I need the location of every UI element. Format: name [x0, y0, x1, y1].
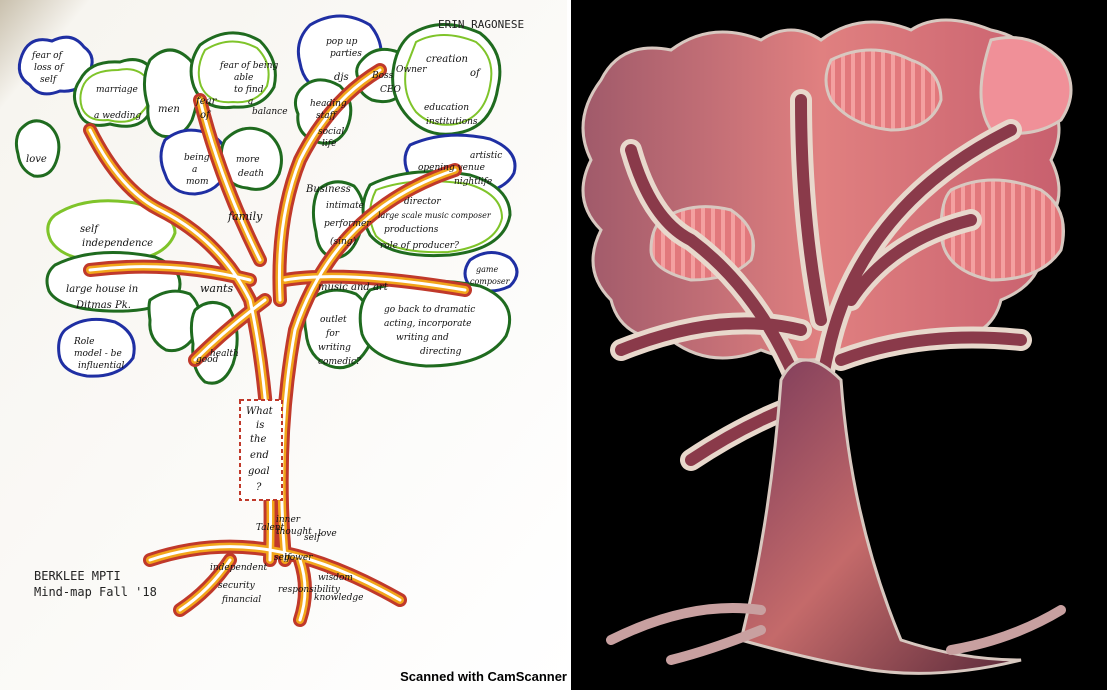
leaf-director-1: director	[404, 197, 441, 207]
leaf-director-4: role of producer?	[380, 241, 459, 251]
leaf-social-2: life	[322, 139, 336, 149]
root-security: security	[218, 581, 256, 591]
leaf-mom-2: a	[192, 165, 197, 175]
scanner-watermark: Scanned with CamScanner	[400, 669, 567, 684]
root-inner-1: inner	[276, 515, 301, 525]
course-line-1: BERKLEE MPTI	[34, 569, 121, 583]
leaf-balance-2: able	[234, 73, 253, 83]
leaf-goback-2: acting, incorporate	[384, 319, 471, 329]
leaf-education-2: institutions	[426, 117, 478, 127]
leaf-boss: Boss	[371, 71, 394, 81]
leaf-outlet-3: writing	[318, 343, 351, 353]
leaf-director-3: productions	[384, 225, 439, 235]
leaf-game-2: composer	[470, 277, 511, 286]
tree-trunk-photo	[741, 360, 1021, 673]
leaf-creation-1: creation	[426, 54, 468, 65]
leaf-balance-5: balance	[252, 107, 288, 117]
leaf-artistic-2: opening venue	[418, 163, 485, 173]
leaf-men: men	[158, 104, 180, 115]
leaf-goback-1: go back to dramatic	[384, 305, 475, 315]
leaf-djs: djs	[334, 72, 349, 83]
leaf-death-1: more	[236, 155, 260, 165]
leaf-fear-loss-2: loss of	[34, 63, 65, 73]
leaf-mom-1: being	[184, 153, 210, 163]
stylized-tree-image	[571, 0, 1107, 690]
leaf-artistic-1: artistic	[470, 151, 502, 161]
root-wisdom: wisdom	[318, 573, 353, 583]
leaf-self-ind-1: self	[80, 224, 100, 235]
leaf-social-1: social	[318, 127, 344, 137]
leaf-outlet-2: for	[325, 329, 340, 339]
branch-family: family	[227, 210, 263, 223]
leaf-self-ind-2: independence	[82, 238, 153, 249]
end-goal-line-6: ?	[256, 482, 262, 493]
root-knowledge: knowledge	[314, 593, 363, 603]
leaf-outlet-4: comedic?	[318, 357, 361, 367]
leaf-ceo: CEO	[380, 85, 401, 95]
leaf-fear-loss-1: fear of	[31, 51, 64, 61]
leaf-game-1: game	[476, 265, 498, 274]
end-goal-line-3: the	[250, 434, 266, 445]
leaf-intimate-3: (sing)	[330, 236, 357, 247]
leaf-role-2: model - be	[74, 349, 122, 359]
leaf-health-2: health	[210, 349, 239, 359]
root-financial: financial	[221, 595, 261, 605]
leaf-pop-up-1: pop up	[326, 37, 358, 47]
end-goal-line-1: What	[246, 406, 274, 417]
root-selfpower-2: power	[284, 553, 313, 563]
leaf-love: love	[26, 154, 47, 165]
root-selflove-2: love	[318, 529, 337, 539]
end-goal-line-4: end	[250, 450, 269, 461]
root-independent: independent	[210, 563, 268, 573]
end-goal-line-2: is	[256, 420, 264, 431]
leaf-intimate-1: intimate	[326, 201, 364, 211]
end-goal-line-5: goal	[248, 466, 270, 477]
leaf-director-2: large scale music composer	[378, 211, 492, 220]
course-line-2: Mind-map Fall '18	[34, 585, 157, 599]
leaf-role-1: Role	[73, 337, 94, 347]
leaf-death-2: death	[238, 169, 264, 179]
leaf-house-1: large house in	[66, 284, 138, 295]
leaf-house-2: Ditmas Pk.	[75, 300, 131, 311]
hand-drawn-mind-map: ERIN RAGONESE BERKLEE MPTI Mind-map Fall…	[0, 0, 567, 690]
leaf-goback-4: directing	[420, 347, 462, 357]
leaf-role-3: influential	[78, 361, 124, 371]
author-name: ERIN RAGONESE	[438, 18, 524, 31]
leaf-heading-2: staff	[316, 111, 338, 121]
branch-music-art: music and art	[318, 282, 389, 293]
leaf-intimate-2: performer	[324, 219, 371, 229]
leaf-fear-loss-3: self	[40, 75, 58, 85]
leaf-marriage-2: a wedding	[94, 111, 141, 121]
mind-map-drawing: ERIN RAGONESE BERKLEE MPTI Mind-map Fall…	[0, 0, 567, 690]
leaf-heading-1: heading	[310, 99, 347, 109]
leaf-balance-1: fear of being	[219, 61, 279, 71]
branch-business: Business	[305, 184, 351, 195]
leaf-mom-3: mom	[186, 177, 209, 187]
leaf-goback-3: writing and	[396, 333, 449, 343]
leaf-pop-up-2: parties	[330, 49, 362, 59]
leaf-fear-of-1: fear	[195, 96, 218, 107]
leaf-balance-3: to find	[234, 85, 264, 95]
leaf-artistic-3: nightlife	[454, 177, 492, 187]
leaf-outlet-1: outlet	[320, 315, 347, 325]
leaf-owner: Owner	[396, 65, 427, 75]
leaf-balance-4: a	[248, 97, 253, 107]
leaf-marriage-1: marriage	[96, 85, 138, 95]
leaf-education-1: education	[424, 103, 469, 113]
branch-wants: wants	[200, 282, 233, 295]
tree-collage	[571, 0, 1107, 690]
